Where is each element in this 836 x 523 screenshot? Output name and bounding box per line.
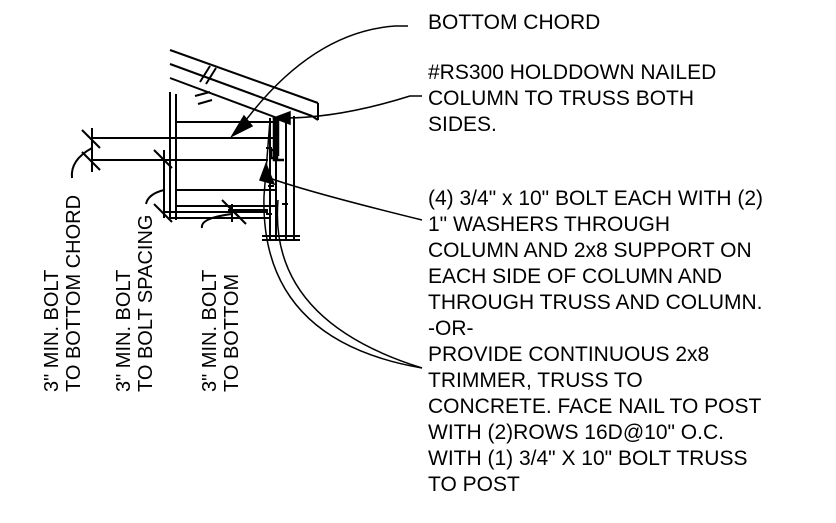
callout-line: SIDES. <box>428 113 497 136</box>
callout-trimmer: PROVIDE CONTINUOUS 2x8 TRIMMER, TRUSS TO… <box>428 342 761 498</box>
truss-top-chord <box>169 49 319 123</box>
callout-bottom-chord: BOTTOM CHORD <box>428 10 600 36</box>
callout-line: CONCRETE. FACE NAIL TO POST <box>428 395 762 418</box>
callout-line: #RS300 HOLDDOWN NAILED <box>428 61 717 84</box>
callout-line: COLUMN AND 2x8 SUPPORT ON <box>428 239 752 262</box>
dim-text-line-1: 3" MIN. BOLT <box>41 270 63 392</box>
dim-text-line-2: TO BOTTOM <box>221 274 243 392</box>
callout-line: (4) 3/4" x 10" BOLT EACH WITH (2) <box>428 187 764 210</box>
dim-bolt-to-bolt-spacing: 3" MIN. BOLT TO BOLT SPACING <box>113 215 157 392</box>
callout-line: TRIMMER, TRUSS TO <box>428 369 643 392</box>
bolt-marks <box>266 147 288 215</box>
callout-line: 1" WASHERS THROUGH <box>428 213 670 236</box>
callout-line: WITH (1) 3/4" X 10" BOLT TRUSS <box>428 447 748 470</box>
callout-line: BOTTOM CHORD <box>428 11 601 34</box>
callout-line: PROVIDE CONTINUOUS 2x8 <box>428 343 710 366</box>
dim-text-line-1: 3" MIN. BOLT <box>199 270 221 392</box>
dim-text-line-1: 3" MIN. BOLT <box>113 270 135 392</box>
callout-bolts: (4) 3/4" x 10" BOLT EACH WITH (2) 1" WAS… <box>428 186 763 342</box>
dim-text-line-2: TO BOLT SPACING <box>135 215 157 392</box>
dim-text-line-2: TO BOTTOM CHORD <box>63 195 85 392</box>
holddown-bracket <box>269 118 284 162</box>
dim-bolt-to-bottom-chord: 3" MIN. BOLT TO BOTTOM CHORD <box>41 195 85 392</box>
callout-line: THROUGH TRUSS AND COLUMN. <box>428 291 763 314</box>
callout-line: TO POST <box>428 473 520 496</box>
callout-line: EACH SIDE OF COLUMN AND <box>428 265 723 288</box>
callout-line: -OR- <box>428 317 474 340</box>
callout-holddown: #RS300 HOLDDOWN NAILED COLUMN TO TRUSS B… <box>428 60 716 138</box>
callout-line: COLUMN TO TRUSS BOTH <box>428 87 695 110</box>
dim-bolt-to-bottom: 3" MIN. BOLT TO BOTTOM <box>199 270 243 392</box>
leader-arrows <box>230 25 423 369</box>
dimension-lines <box>70 128 268 229</box>
callout-line: WITH (2)ROWS 16D@10" O.C. <box>428 421 724 444</box>
